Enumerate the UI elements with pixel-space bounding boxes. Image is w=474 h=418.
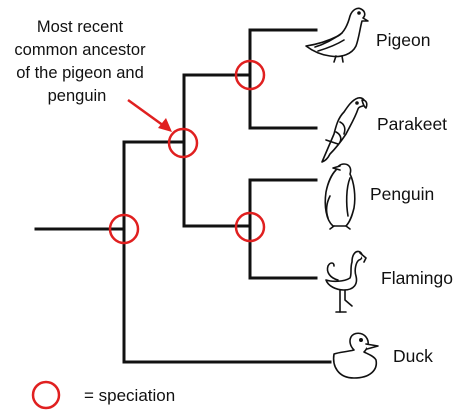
legend: = speciation (31, 380, 175, 410)
duck-icon (332, 332, 379, 379)
speciation-nodes (108, 59, 266, 245)
pigeon-icon (305, 7, 369, 63)
speciation-node-root (108, 213, 140, 245)
label-duck: Duck (393, 346, 433, 366)
legend-label: = speciation (84, 386, 175, 405)
speciation-node-pigeon-parakeet (234, 59, 266, 91)
annotation-line-1: Most recent (37, 18, 124, 36)
tree-branches (34, 28, 332, 364)
annotation-line-4: penguin (48, 87, 107, 105)
parakeet-icon (321, 97, 368, 163)
label-penguin: Penguin (370, 184, 434, 204)
speciation-circle-icon (31, 380, 61, 410)
taxon-labels: Pigeon Parakeet Penguin Flamingo Duck (370, 30, 453, 366)
annotation: Most recent common ancestor of the pigeo… (14, 18, 146, 105)
annotation-line-3: of the pigeon and (16, 64, 144, 82)
penguin-icon (324, 163, 356, 230)
annotation-arrow (127, 98, 172, 132)
speciation-node-penguin-flamingo (234, 211, 266, 243)
label-parakeet: Parakeet (377, 114, 447, 134)
label-pigeon: Pigeon (376, 30, 431, 50)
label-flamingo: Flamingo (381, 268, 453, 288)
speciation-node-birds (167, 127, 199, 159)
flamingo-icon (325, 250, 367, 313)
annotation-line-2: common ancestor (14, 41, 146, 59)
